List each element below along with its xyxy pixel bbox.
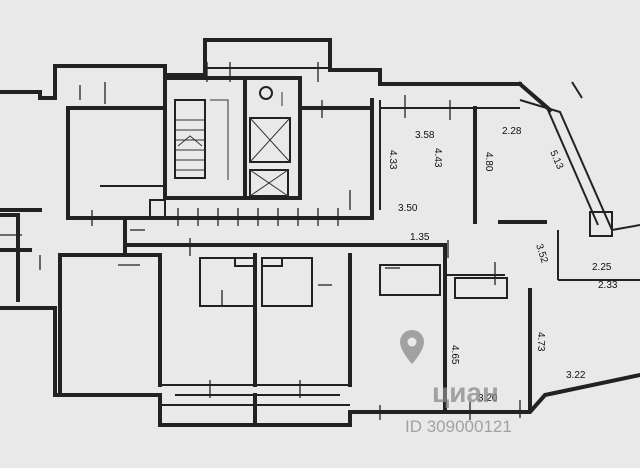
dim-label: 2.33 (598, 280, 618, 291)
dim-label: 4.43 (432, 148, 443, 168)
right-balcony (519, 81, 640, 237)
location-pin-icon (400, 330, 424, 364)
dim-label: 4.73 (535, 332, 546, 352)
watermark: циан ID 309000121 (400, 330, 512, 436)
dim-label: 2.28 (502, 126, 522, 137)
dim-label: 1.35 (410, 232, 430, 243)
dim-label: 3.20 (478, 393, 498, 404)
dim-label: 3.50 (398, 203, 418, 214)
watermark-brand: циан (432, 377, 499, 408)
dim-label: 4.33 (387, 150, 398, 170)
elevator-core (243, 76, 302, 200)
dimension-labels: 3.58 2.28 4.33 4.43 4.80 5.13 3.50 1.35 … (387, 126, 618, 404)
dim-label: 2.25 (592, 262, 612, 273)
watermark-id: ID 309000121 (405, 417, 512, 436)
dim-label: 3.58 (415, 130, 435, 141)
dim-label: 3.22 (566, 370, 586, 381)
wall-ticks (0, 62, 521, 420)
dim-label: 4.65 (449, 345, 460, 365)
dim-label: 4.80 (483, 152, 494, 172)
